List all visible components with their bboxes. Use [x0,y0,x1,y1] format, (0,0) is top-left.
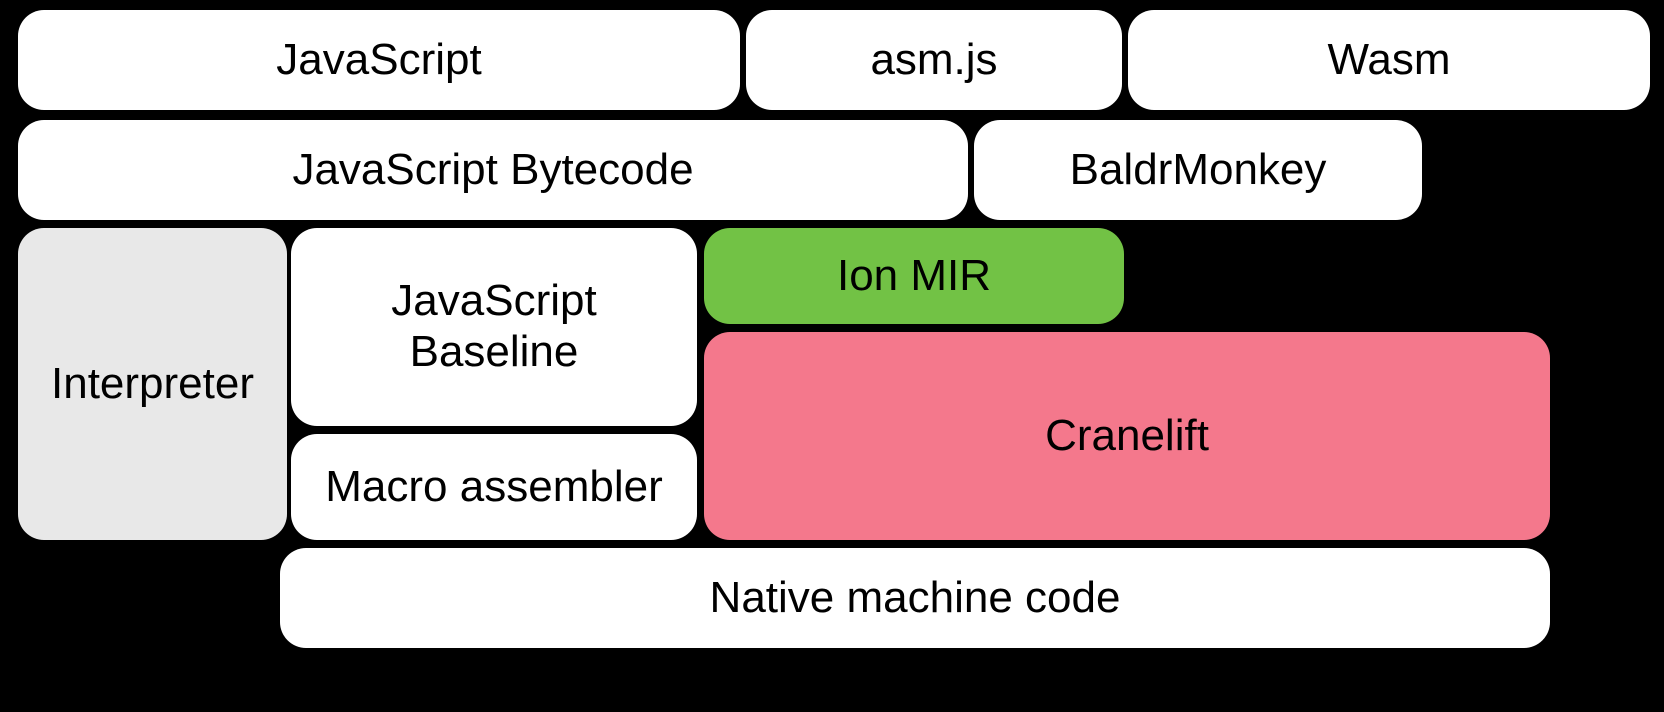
node-cranelift[interactable]: Cranelift [704,332,1550,540]
node-wasm[interactable]: Wasm [1128,10,1650,110]
node-interpreter[interactable]: Interpreter [18,228,287,540]
node-baldrmonkey[interactable]: BaldrMonkey [974,120,1422,220]
node-macro-assembler[interactable]: Macro assembler [291,434,697,540]
node-javascript-baseline[interactable]: JavaScript Baseline [291,228,697,426]
node-javascript-bytecode[interactable]: JavaScript Bytecode [18,120,968,220]
node-asm-js[interactable]: asm.js [746,10,1122,110]
node-native-machine-code[interactable]: Native machine code [280,548,1550,648]
node-ion-mir[interactable]: Ion MIR [704,228,1124,324]
node-javascript[interactable]: JavaScript [18,10,740,110]
